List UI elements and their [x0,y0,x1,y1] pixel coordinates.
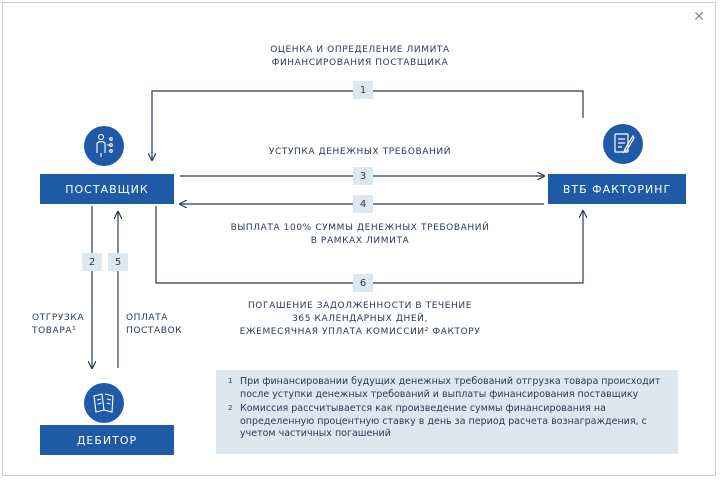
supplier-node: ПОСТАВЩИК [40,174,174,204]
step-3-badge: 3 [353,167,373,185]
step-2-label: ОТГРУЗКА ТОВАРА¹ [32,313,85,336]
footnote-mark: 2 [228,404,233,412]
factor-node: ВТБ ФАКТОРИНГ [548,174,686,204]
footnote-text: Комиссия рассчитывается как произведение… [240,403,647,439]
step-1-label: ОЦЕНКА И ОПРЕДЕЛЕНИЕ ЛИМИТА ФИНАНСИРОВАН… [270,45,450,68]
footnote: 2 Комиссия рассчитывается как произведен… [228,403,666,441]
document-stack-icon [84,383,124,423]
document-sign-icon [603,124,643,164]
step-5-label: ОПЛАТА ПОСТАВОК [126,313,183,336]
org-structure-icon [84,126,124,166]
step-6-badge: 6 [353,274,373,292]
footnotes-panel: 1 При финансировании будущих денежных тр… [216,370,678,454]
footnote-text: При финансировании будущих денежных треб… [240,376,661,400]
debtor-node: ДЕБИТОР [40,425,174,455]
step-5-badge: 5 [108,253,128,271]
footnote: 1 При финансировании будущих денежных тр… [228,376,666,401]
step-2-badge: 2 [82,253,102,271]
step-1-badge: 1 [353,81,373,99]
step-4-label: ВЫПЛАТА 100% СУММЫ ДЕНЕЖНЫХ ТРЕБОВАНИЙ В… [230,223,490,246]
step-6-label: ПОГАШЕНИЕ ЗАДОЛЖЕННОСТИ В ТЕЧЕНИЕ 365 КА… [239,301,481,337]
close-icon[interactable]: ✕ [693,9,705,25]
step-3-label: УСТУПКА ДЕНЕЖНЫХ ТРЕБОВАНИЙ [268,147,452,157]
step-4-badge: 4 [353,195,373,213]
footnote-mark: 1 [228,377,233,385]
